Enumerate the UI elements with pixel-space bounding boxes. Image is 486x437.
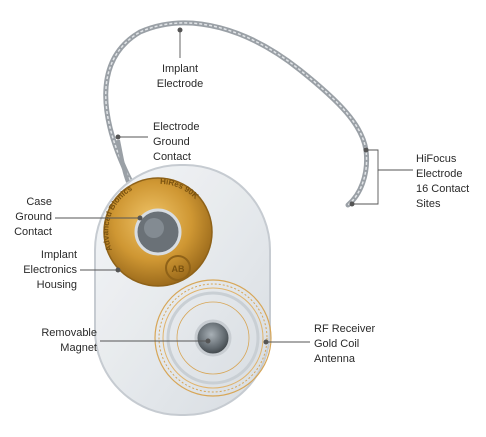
electrode-lead-highlight: [105, 22, 368, 206]
label-implant-electrode: Implant Electrode: [156, 63, 204, 90]
logo-badge: [165, 255, 191, 281]
leader-dots: [115, 27, 369, 345]
logo-text: AB: [172, 264, 185, 274]
label-implant-electronics-housing: Implant Electronics Housing: [23, 249, 77, 291]
removable-magnet: [194, 319, 232, 357]
rf-antenna-outer: [154, 279, 272, 397]
label-case-ground-contact: Case Ground Contact: [14, 196, 52, 238]
rf-antenna-inner: [176, 301, 250, 375]
label-electrode-ground-contact: Electrode Ground Contact: [153, 121, 200, 163]
ground-lead: [116, 139, 130, 183]
leader-lines: [55, 30, 413, 343]
label-hifocus-electrode: HiFocus Electrode 16 Contact Sites: [416, 153, 470, 210]
label-removable-magnet: Removable Magnet: [41, 327, 97, 354]
label-rf-receiver-antenna: RF Receiver Gold Coil Antenna: [314, 323, 376, 365]
